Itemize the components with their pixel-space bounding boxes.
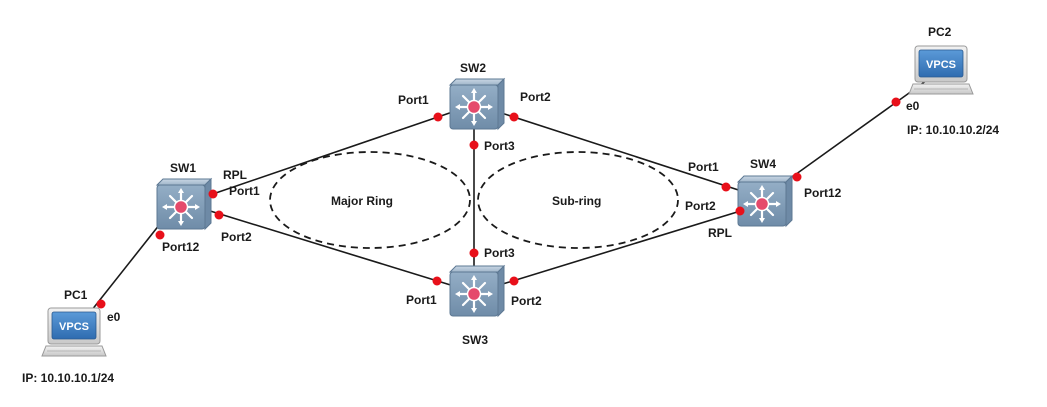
port-dot-sw2-port2[interactable] xyxy=(509,112,519,122)
sw1-rpl-label: RPL xyxy=(223,168,247,182)
pc-pc1[interactable]: VPCS xyxy=(41,307,107,357)
link-sw1-sw2[interactable] xyxy=(206,105,471,197)
sw1-port2-label: Port2 xyxy=(221,230,252,244)
port-dot-pc2-e0[interactable] xyxy=(891,97,901,107)
sw4-name: SW4 xyxy=(750,157,776,171)
port-dot-sw1-port2[interactable] xyxy=(214,210,224,220)
sw2-port2-label: Port2 xyxy=(520,90,551,104)
multilayer-switch-icon xyxy=(736,174,794,228)
port-dot-pc1-e0[interactable] xyxy=(96,299,106,309)
sw1-port1-label: Port1 xyxy=(229,184,260,198)
sw1-port12-label: Port12 xyxy=(162,240,200,254)
switch-sw1[interactable] xyxy=(155,177,213,231)
link-sw1-sw3[interactable] xyxy=(206,209,471,292)
port-dot-sw3-port2[interactable] xyxy=(509,276,519,286)
sw3-port1-label: Port1 xyxy=(406,293,437,307)
multilayer-switch-icon xyxy=(448,264,506,318)
multilayer-switch-icon xyxy=(448,77,506,131)
sw4-rpl-label: RPL xyxy=(708,226,732,240)
pc1-iface-label: e0 xyxy=(107,310,121,324)
link-sw2-sw4[interactable] xyxy=(479,105,761,198)
port-dot-sw3-port3[interactable] xyxy=(469,248,479,258)
sw4-port2-label: Port2 xyxy=(685,199,716,213)
sw2-port1-label: Port1 xyxy=(398,93,429,107)
sw4-port1-label: Port1 xyxy=(688,160,719,174)
sub-ring-ellipse xyxy=(477,151,679,249)
sw3-name: SW3 xyxy=(462,333,488,347)
pc2-name: PC2 xyxy=(928,25,952,39)
major-ring-ellipse xyxy=(269,151,471,249)
pc-pc2[interactable]: VPCS xyxy=(908,45,974,95)
switch-sw3[interactable] xyxy=(448,264,506,318)
multilayer-switch-icon xyxy=(155,177,213,231)
sw2-port3-label: Port3 xyxy=(484,139,515,153)
switch-sw4[interactable] xyxy=(736,174,794,228)
pc2-iface-label: e0 xyxy=(906,99,920,113)
labels: Major Ring Sub-ring SW1 RPL Port1 Port2 … xyxy=(22,25,999,385)
pc1-ip-label: IP: 10.10.10.1/24 xyxy=(22,371,114,385)
port-dot-sw2-port3[interactable] xyxy=(469,140,479,150)
port-dots xyxy=(96,97,901,309)
pc2-screen-label: VPCS xyxy=(926,59,956,71)
major-ring-label: Major Ring xyxy=(331,194,393,208)
sw2-name: SW2 xyxy=(460,61,486,75)
sw3-port3-label: Port3 xyxy=(484,246,515,260)
sw4-port12-label: Port12 xyxy=(804,186,842,200)
port-dot-sw1-port12[interactable] xyxy=(155,230,165,240)
switch-sw2[interactable] xyxy=(448,77,506,131)
port-dot-sw3-port1[interactable] xyxy=(432,276,442,286)
sub-ring-label: Sub-ring xyxy=(552,194,601,208)
port-dot-sw4-port1[interactable] xyxy=(721,182,731,192)
link-sw3-sw4[interactable] xyxy=(479,204,761,292)
port-dot-sw4-port2[interactable] xyxy=(735,206,745,216)
port-dot-sw1-port1[interactable] xyxy=(208,189,218,199)
port-dot-sw4-port12[interactable] xyxy=(792,172,802,182)
sw1-name: SW1 xyxy=(170,161,196,175)
port-dot-sw2-port1[interactable] xyxy=(433,112,443,122)
sw3-port2-label: Port2 xyxy=(511,294,542,308)
pc2-ip-label: IP: 10.10.10.2/24 xyxy=(907,123,999,137)
pc1-name: PC1 xyxy=(64,288,88,302)
pc1-screen-label: VPCS xyxy=(59,321,89,333)
